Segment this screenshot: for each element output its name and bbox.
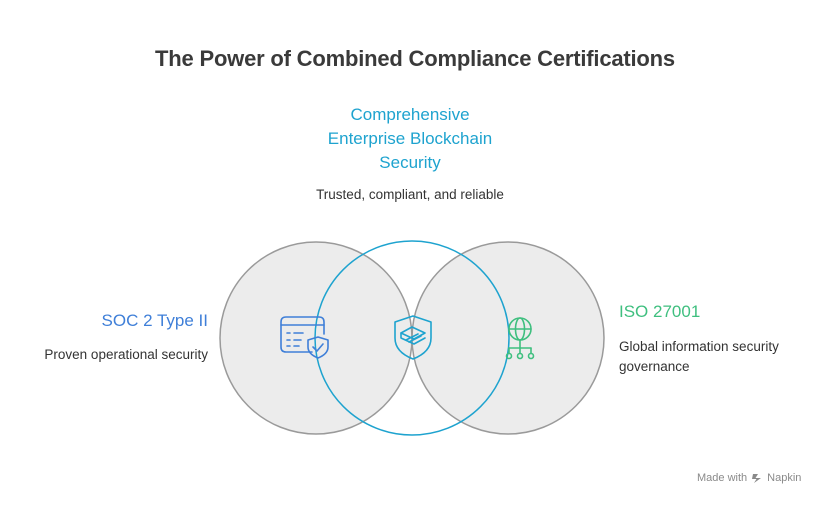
right-heading: ISO 27001 <box>619 302 701 321</box>
right-subtitle-line-1: Global information security <box>619 339 779 354</box>
right-circle <box>411 241 605 435</box>
right-subtitle: Global information security governance <box>619 337 819 377</box>
globe-network-icon <box>505 317 535 360</box>
center-subtitle: Trusted, compliant, and reliable <box>316 187 504 202</box>
center-heading-line-2: Enterprise Blockchain <box>327 129 493 148</box>
left-subtitle: Proven operational security <box>44 347 208 362</box>
right-subtitle-line-2: governance <box>619 359 690 374</box>
center-heading: Comprehensive Enterprise Blockchain Secu… <box>260 103 560 175</box>
napkin-brand-label: Napkin <box>767 472 802 484</box>
shield-document-icon <box>394 315 432 360</box>
center-heading-line-1: Comprehensive <box>350 105 470 124</box>
made-with-label: Made with <box>697 472 748 484</box>
diagram-title: The Power of Combined Compliance Certifi… <box>155 46 675 71</box>
napkin-logo-icon <box>752 474 762 483</box>
overlap-outline <box>314 240 510 436</box>
center-heading-line-3: Security <box>379 153 441 172</box>
checklist-shield-icon <box>280 316 329 359</box>
made-with-napkin-badge[interactable]: Made with Napkin <box>697 472 801 484</box>
left-heading: SOC 2 Type II <box>101 311 208 330</box>
